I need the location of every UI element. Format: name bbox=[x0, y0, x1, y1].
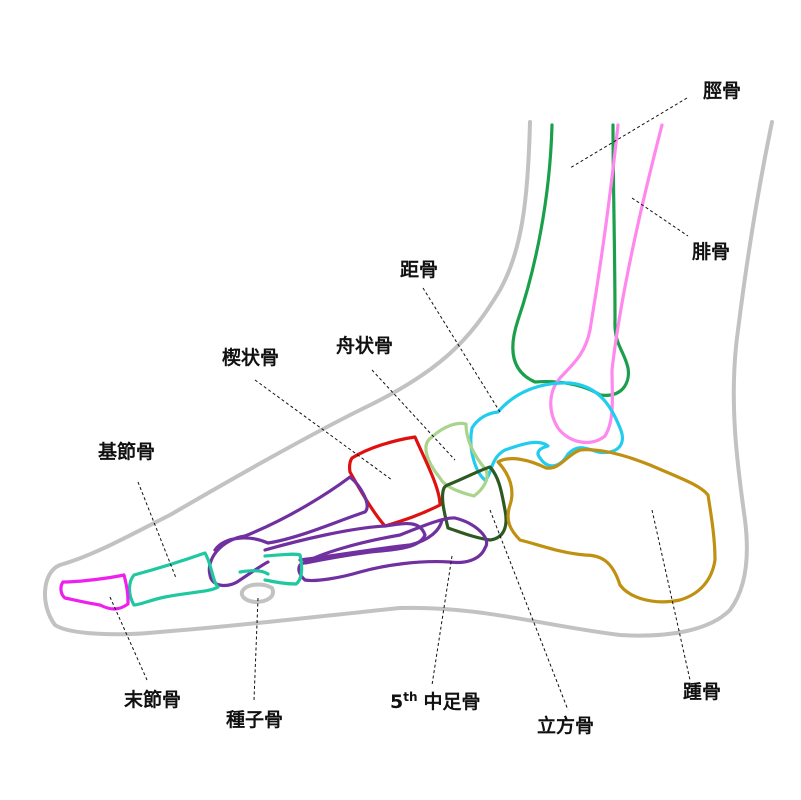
sesamoid-bone bbox=[239, 582, 275, 604]
label-fibula: 腓骨 bbox=[692, 241, 730, 263]
leader-fifth-metatarsal bbox=[431, 555, 453, 686]
distal-phalanx-bone bbox=[59, 573, 130, 611]
cuneiform-bone bbox=[348, 435, 442, 528]
leader-navicular bbox=[371, 369, 456, 461]
third-metatarsal-bone bbox=[298, 518, 444, 562]
label-navicular: 舟状骨 bbox=[336, 334, 393, 357]
sesamoid-phalanx-fragment bbox=[263, 552, 304, 586]
calcaneus-bone bbox=[496, 448, 717, 604]
cuboid-bone bbox=[440, 465, 508, 542]
label-tibia: 脛骨 bbox=[702, 80, 741, 102]
label-proximal-phalanx: 基節骨 bbox=[97, 440, 155, 463]
leader-proximal-phalanx bbox=[137, 481, 177, 579]
first-metatarsal-bone bbox=[207, 475, 369, 587]
leader-fibula bbox=[631, 197, 689, 237]
fibula-bone bbox=[549, 123, 664, 445]
leader-cuboid bbox=[489, 509, 569, 711]
second-metatarsal-bone bbox=[263, 521, 427, 565]
label-talus: 距骨 bbox=[400, 259, 438, 281]
leader-sesamoid bbox=[253, 597, 259, 701]
label-sesamoid: 種子骨 bbox=[226, 709, 283, 731]
leader-calcaneus bbox=[651, 509, 691, 681]
fifth-metatarsal-number: 5 bbox=[390, 691, 403, 713]
label-calcaneus: 踵骨 bbox=[683, 681, 721, 703]
navicular-bone bbox=[424, 421, 489, 498]
skin-outline bbox=[42, 120, 774, 638]
label-fifth-metatarsal: 5th 中足骨 bbox=[390, 690, 481, 713]
label-cuneiform: 楔状骨 bbox=[222, 346, 279, 369]
leader-talus bbox=[422, 287, 501, 413]
leader-distal-phalanx bbox=[109, 596, 148, 681]
tibia-bone bbox=[511, 123, 630, 397]
talus-bone bbox=[469, 381, 624, 482]
leader-cuneiform bbox=[254, 379, 393, 481]
proximal-phalanx-bone bbox=[127, 551, 220, 607]
label-distal-phalanx: 末節骨 bbox=[124, 688, 181, 711]
fifth-metatarsal-bone bbox=[297, 516, 489, 583]
sesamoid-link bbox=[238, 569, 270, 576]
fifth-metatarsal-text: 中足骨 bbox=[424, 690, 481, 713]
fifth-metatarsal-superscript: th bbox=[403, 690, 417, 704]
label-cuboid: 立方骨 bbox=[537, 714, 594, 737]
leader-tibia bbox=[569, 97, 688, 169]
